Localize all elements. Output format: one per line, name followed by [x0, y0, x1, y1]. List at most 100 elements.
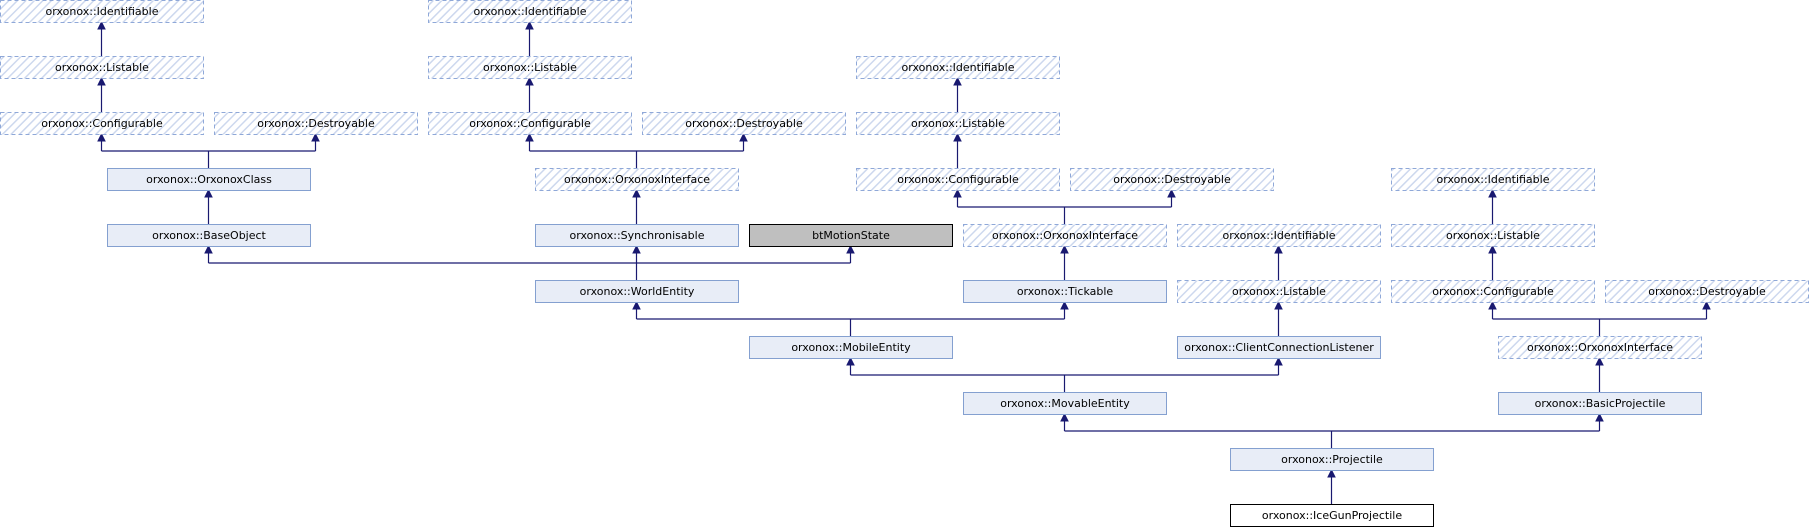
arrowhead — [1060, 300, 1069, 310]
class-node-oclass[interactable]: orxonox::OrxonoxClass — [107, 168, 311, 191]
class-box — [428, 0, 632, 23]
class-node-a-list[interactable]: orxonox::Listable — [0, 56, 204, 79]
class-node-b-dest[interactable]: orxonox::Destroyable — [642, 112, 846, 135]
class-label: orxonox::IceGunProjectile — [1262, 509, 1402, 522]
inheritance-edge — [953, 132, 962, 168]
class-node-b-list[interactable]: orxonox::Listable — [428, 56, 632, 79]
inheritance-edge — [204, 188, 213, 224]
class-label: orxonox::Listable — [55, 61, 149, 74]
class-label: orxonox::ClientConnectionListener — [1184, 341, 1374, 354]
class-label: orxonox::Destroyable — [685, 117, 803, 130]
inheritance-edge — [525, 132, 748, 168]
inheritance-edge — [204, 244, 855, 280]
arrowhead — [846, 244, 855, 254]
class-node-c-dest[interactable]: orxonox::Destroyable — [1070, 168, 1274, 191]
class-node-btms[interactable]: btMotionState — [749, 224, 953, 247]
arrowhead — [739, 132, 748, 142]
class-box — [749, 336, 953, 359]
class-box — [428, 56, 632, 79]
class-box — [963, 280, 1167, 303]
class-node-sync[interactable]: orxonox::Synchronisable — [535, 224, 739, 247]
arrowhead — [97, 76, 106, 86]
class-box — [535, 224, 739, 247]
edges-layer — [97, 20, 1711, 504]
inheritance-edge — [632, 300, 1069, 336]
class-box — [1230, 504, 1434, 527]
inheritance-edge — [1595, 356, 1604, 392]
inheritance-edge — [1060, 244, 1069, 280]
class-label: orxonox::Configurable — [469, 117, 591, 130]
class-label: orxonox::Destroyable — [1648, 285, 1766, 298]
class-node-b-ident[interactable]: orxonox::Identifiable — [428, 0, 632, 23]
class-label: orxonox::Identifiable — [1223, 229, 1336, 242]
inheritance-edge — [953, 76, 962, 112]
class-node-c-oif[interactable]: orxonox::OrxonoxInterface — [963, 224, 1167, 247]
inheritance-edge — [1488, 300, 1711, 336]
arrowhead — [1327, 468, 1336, 478]
class-node-ccl[interactable]: orxonox::ClientConnectionListener — [1177, 336, 1381, 359]
class-node-c-ident[interactable]: orxonox::Identifiable — [856, 56, 1060, 79]
inheritance-edge — [97, 132, 320, 168]
class-node-e-oif[interactable]: orxonox::OrxonoxInterface — [1498, 336, 1702, 359]
inheritance-edge — [1060, 412, 1604, 448]
class-label: orxonox::Identifiable — [46, 5, 159, 18]
inheritance-edge — [525, 20, 534, 56]
inheritance-edge — [1488, 188, 1497, 224]
class-label: orxonox::Projectile — [1281, 453, 1383, 466]
class-box — [0, 112, 204, 135]
arrowhead — [1060, 412, 1069, 422]
class-label: orxonox::Tickable — [1017, 285, 1114, 298]
class-node-baseobj[interactable]: orxonox::BaseObject — [107, 224, 311, 247]
arrowhead — [953, 188, 962, 198]
class-node-icegun[interactable]: orxonox::IceGunProjectile — [1230, 504, 1434, 527]
class-box — [1070, 168, 1274, 191]
class-label: orxonox::BaseObject — [152, 229, 266, 242]
class-node-a-conf[interactable]: orxonox::Configurable — [0, 112, 204, 135]
class-node-e-conf[interactable]: orxonox::Configurable — [1391, 280, 1595, 303]
class-box — [107, 168, 311, 191]
class-node-e-dest[interactable]: orxonox::Destroyable — [1605, 280, 1809, 303]
class-label: orxonox::WorldEntity — [580, 285, 695, 298]
arrowhead — [525, 20, 534, 30]
class-node-c-list[interactable]: orxonox::Listable — [856, 112, 1060, 135]
inheritance-edge — [525, 76, 534, 112]
inheritance-edge — [1274, 244, 1283, 280]
class-label: btMotionState — [812, 229, 890, 242]
arrowhead — [525, 132, 534, 142]
class-box — [535, 168, 739, 191]
class-box — [0, 56, 204, 79]
class-label: orxonox::OrxonoxClass — [146, 173, 272, 186]
class-label: orxonox::Identifiable — [1437, 173, 1550, 186]
class-label: orxonox::OrxonoxInterface — [1527, 341, 1673, 354]
arrowhead — [97, 20, 106, 30]
class-node-worldent[interactable]: orxonox::WorldEntity — [535, 280, 739, 303]
class-node-mobile[interactable]: orxonox::MobileEntity — [749, 336, 953, 359]
arrowhead — [1488, 188, 1497, 198]
class-node-tickable[interactable]: orxonox::Tickable — [963, 280, 1167, 303]
class-box — [749, 224, 953, 247]
arrowhead — [204, 188, 213, 198]
class-node-c-conf[interactable]: orxonox::Configurable — [856, 168, 1060, 191]
class-label: orxonox::Configurable — [1432, 285, 1554, 298]
class-box — [1177, 224, 1381, 247]
class-label: orxonox::Identifiable — [902, 61, 1015, 74]
class-node-e-ident[interactable]: orxonox::Identifiable — [1391, 168, 1595, 191]
arrowhead — [1595, 412, 1604, 422]
class-node-proj[interactable]: orxonox::Projectile — [1230, 448, 1434, 471]
class-box — [963, 224, 1167, 247]
class-node-a-dest[interactable]: orxonox::Destroyable — [214, 112, 418, 135]
class-node-b-conf[interactable]: orxonox::Configurable — [428, 112, 632, 135]
class-node-a-ident[interactable]: orxonox::Identifiable — [0, 0, 204, 23]
class-label: orxonox::MobileEntity — [791, 341, 911, 354]
class-node-d-list[interactable]: orxonox::Listable — [1177, 280, 1381, 303]
class-node-e-list[interactable]: orxonox::Listable — [1391, 224, 1595, 247]
class-node-movable[interactable]: orxonox::MovableEntity — [963, 392, 1167, 415]
arrowhead — [1488, 244, 1497, 254]
class-box — [1498, 392, 1702, 415]
class-node-b-oif[interactable]: orxonox::OrxonoxInterface — [535, 168, 739, 191]
class-node-d-ident[interactable]: orxonox::Identifiable — [1177, 224, 1381, 247]
class-node-bproj[interactable]: orxonox::BasicProjectile — [1498, 392, 1702, 415]
class-box — [1391, 280, 1595, 303]
